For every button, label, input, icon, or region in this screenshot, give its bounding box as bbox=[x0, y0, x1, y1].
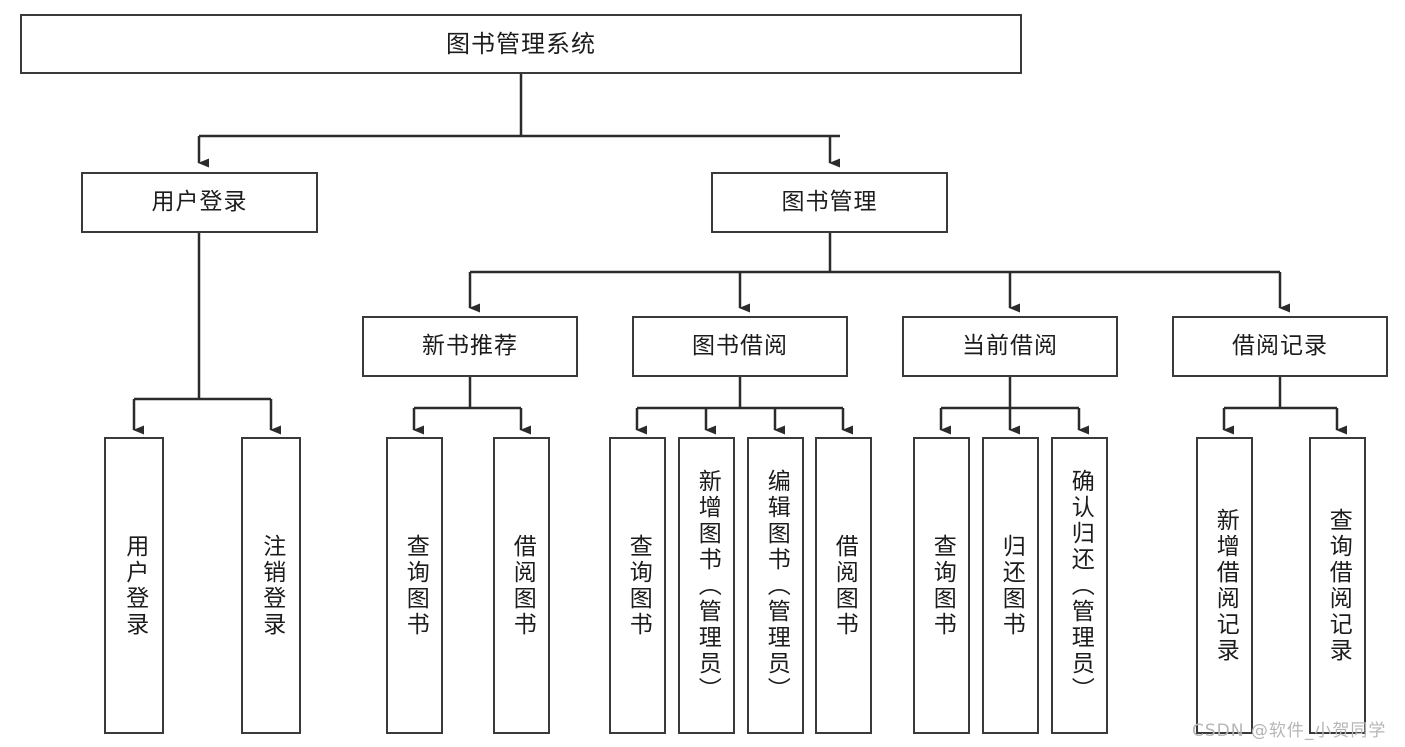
leaf-record-add-record[interactable]: 新增借阅记录 bbox=[1196, 437, 1253, 734]
node-label: 归还图书 bbox=[998, 533, 1025, 638]
leaf-recommend-query-book[interactable]: 查询图书 bbox=[386, 437, 443, 734]
node-label: 查询图书 bbox=[402, 533, 429, 638]
node-label: 图书管理 bbox=[781, 188, 878, 215]
node-label: 查询图书 bbox=[929, 533, 956, 638]
leaf-borrow-borrow-book[interactable]: 借阅图书 bbox=[815, 437, 872, 734]
leaf-current-confirm-return-admin[interactable]: 确认归还（管理员） bbox=[1051, 437, 1108, 734]
node-label: 编辑图书（管理员） bbox=[763, 468, 790, 703]
node-label: 用户登录 bbox=[151, 188, 248, 215]
leaf-borrow-query-book[interactable]: 查询图书 bbox=[609, 437, 666, 734]
node-book-borrow[interactable]: 图书借阅 bbox=[632, 316, 848, 377]
node-label: 当前借阅 bbox=[962, 332, 1058, 359]
node-root-system[interactable]: 图书管理系统 bbox=[20, 14, 1022, 74]
leaf-user-login-signin[interactable]: 用户登录 bbox=[104, 437, 164, 734]
leaf-user-login-signout[interactable]: 注销登录 bbox=[241, 437, 301, 734]
node-label: 新书推荐 bbox=[422, 332, 518, 359]
node-user-login[interactable]: 用户登录 bbox=[81, 172, 318, 233]
node-label: 查询借阅记录 bbox=[1325, 507, 1352, 664]
node-book-management[interactable]: 图书管理 bbox=[711, 172, 948, 233]
node-label: 借阅记录 bbox=[1232, 332, 1328, 359]
node-label: 注销登录 bbox=[258, 533, 285, 638]
leaf-record-query-record[interactable]: 查询借阅记录 bbox=[1309, 437, 1366, 734]
node-label: 用户登录 bbox=[121, 533, 148, 638]
leaf-borrow-edit-book-admin[interactable]: 编辑图书（管理员） bbox=[747, 437, 804, 734]
node-borrow-record[interactable]: 借阅记录 bbox=[1172, 316, 1388, 377]
node-label: 新增图书（管理员） bbox=[694, 468, 721, 703]
leaf-current-return-book[interactable]: 归还图书 bbox=[982, 437, 1039, 734]
node-label: 图书管理系统 bbox=[446, 29, 596, 58]
leaf-current-query-book[interactable]: 查询图书 bbox=[913, 437, 970, 734]
node-label: 借阅图书 bbox=[831, 533, 858, 638]
node-label: 借阅图书 bbox=[509, 533, 536, 638]
leaf-recommend-borrow-book[interactable]: 借阅图书 bbox=[493, 437, 550, 734]
csdn-watermark: CSDN @软件_小贺同学 bbox=[1192, 721, 1387, 741]
node-new-book-recommend[interactable]: 新书推荐 bbox=[362, 316, 578, 377]
node-label: 图书借阅 bbox=[692, 332, 788, 359]
leaf-borrow-add-book-admin[interactable]: 新增图书（管理员） bbox=[678, 437, 735, 734]
node-label: 确认归还（管理员） bbox=[1067, 468, 1094, 703]
node-current-borrow[interactable]: 当前借阅 bbox=[902, 316, 1118, 377]
node-label: 查询图书 bbox=[625, 533, 652, 638]
node-label: 新增借阅记录 bbox=[1212, 507, 1239, 664]
